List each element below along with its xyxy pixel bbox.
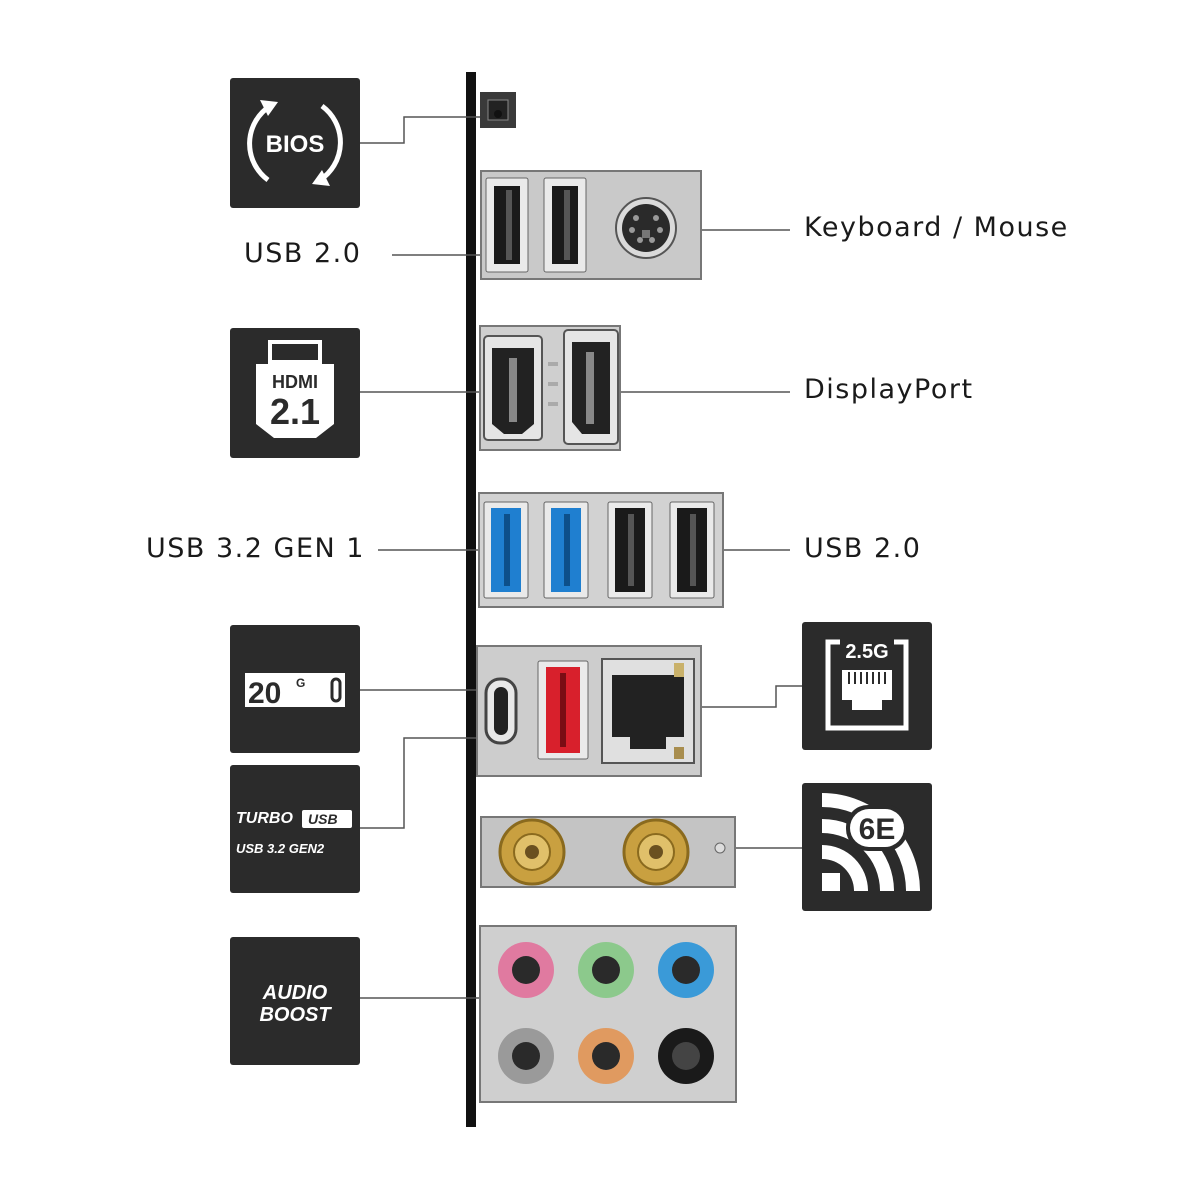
audio-jack-block <box>478 924 738 1104</box>
svg-text:BIOS: BIOS <box>266 131 325 158</box>
usb20-top-label: USB 2.0 <box>244 238 362 269</box>
wifi-antenna-block <box>480 815 736 889</box>
svg-text:USB: USB <box>308 811 338 827</box>
svg-text:AUDIO: AUDIO <box>262 982 328 1004</box>
svg-text:TURBO: TURBO <box>236 810 293 827</box>
displayport-label: DisplayPort <box>804 374 974 405</box>
lan-2.5g-icon: 2.5G <box>802 622 932 750</box>
audio-jack-black <box>658 1028 714 1084</box>
svg-text:20: 20 <box>248 677 281 710</box>
hdmi-dp-block <box>478 322 623 452</box>
usb20-ps2-block <box>480 170 702 280</box>
svg-text:2.5G: 2.5G <box>845 641 888 663</box>
usb32-usb20-block <box>478 492 724 608</box>
svg-text:2.1: 2.1 <box>270 391 320 432</box>
turbo-usb-icon: TURBO USB USB 3.2 GEN2 <box>230 765 360 893</box>
bios-flashback-button <box>478 90 518 130</box>
audio-jack-orange <box>578 1028 634 1084</box>
audio-jack-pink <box>498 942 554 998</box>
usb20-right-label: USB 2.0 <box>804 533 922 564</box>
audio-jack-grey <box>498 1028 554 1084</box>
wifi-6e-icon: 6E <box>802 783 932 911</box>
usbc-turbo-lan-block <box>476 645 702 777</box>
svg-text:6E: 6E <box>859 813 896 846</box>
leader-bios <box>360 116 496 144</box>
svg-text:BOOST: BOOST <box>259 1004 332 1026</box>
usb-c-20g-icon: 20 G <box>230 625 360 753</box>
svg-text:HDMI: HDMI <box>272 372 318 392</box>
svg-text:USB 3.2 GEN2: USB 3.2 GEN2 <box>236 841 325 856</box>
leader-lan <box>650 685 802 708</box>
audio-jack-green <box>578 942 634 998</box>
usb32-gen1-label: USB 3.2 GEN 1 <box>146 533 365 564</box>
audio-jack-blue <box>658 942 714 998</box>
hdmi-icon: HDMI 2.1 <box>230 328 360 458</box>
svg-text:G: G <box>296 676 305 690</box>
audio-boost-icon: AUDIO BOOST <box>230 937 360 1065</box>
bios-flashback-icon: BIOS <box>230 78 360 208</box>
keyboard-mouse-label: Keyboard / Mouse <box>804 212 1069 243</box>
